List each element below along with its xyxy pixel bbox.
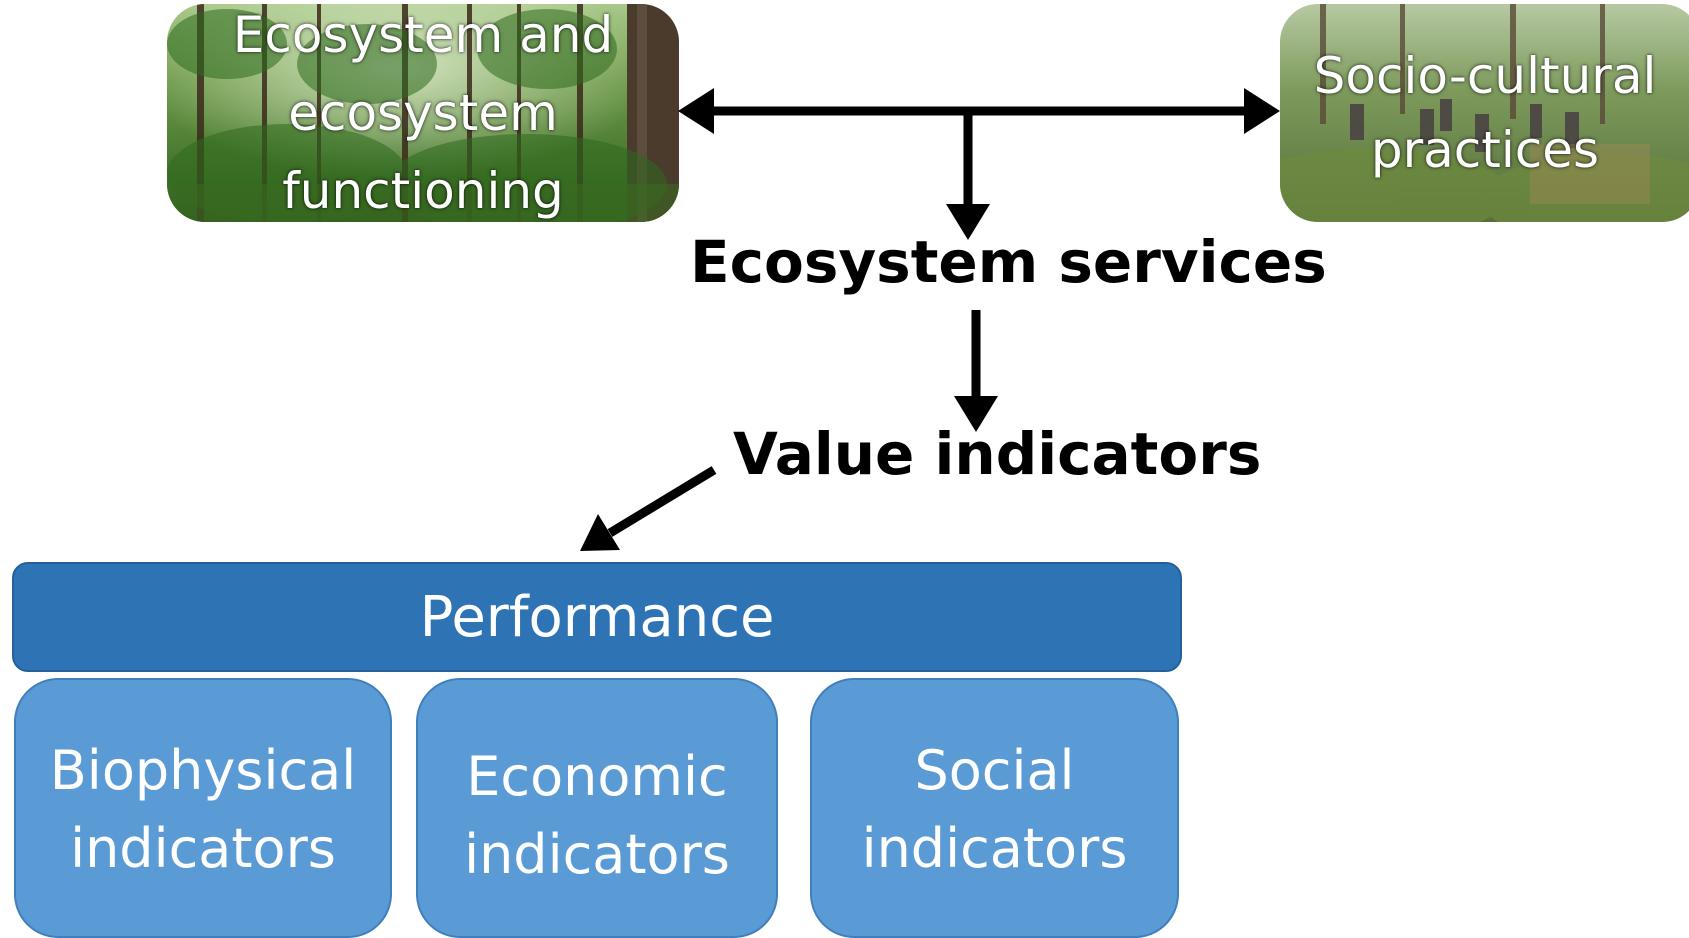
arrow-head-performance [580, 514, 620, 551]
arrow-head-values [954, 396, 998, 432]
economic-indicators-box: Economic indicators [416, 678, 778, 938]
diagonal-arrow-line [607, 466, 717, 537]
ecosystem-services-label: Ecosystem services [690, 228, 1327, 296]
socio-cultural-photo-box: Socio-cultural practices [1280, 4, 1689, 222]
ecosystem-photo-box: Ecosystem and ecosystem functioning [167, 4, 679, 222]
socio-cultural-label: Socio-cultural practices [1313, 47, 1657, 179]
arrow-head-left [678, 88, 714, 134]
arrow-head-right [1244, 88, 1280, 134]
value-indicators-label: Value indicators [733, 420, 1262, 488]
forest-photo [167, 4, 679, 222]
cemetery-forest-photo [1280, 4, 1689, 222]
social-indicators-box: Social indicators [810, 678, 1179, 938]
performance-bar: Performance [12, 562, 1182, 672]
ecosystem-functioning-label: Ecosystem and ecosystem functioning [232, 6, 614, 220]
arrow-head-services [946, 204, 990, 240]
biophysical-indicators-box: Biophysical indicators [14, 678, 392, 938]
